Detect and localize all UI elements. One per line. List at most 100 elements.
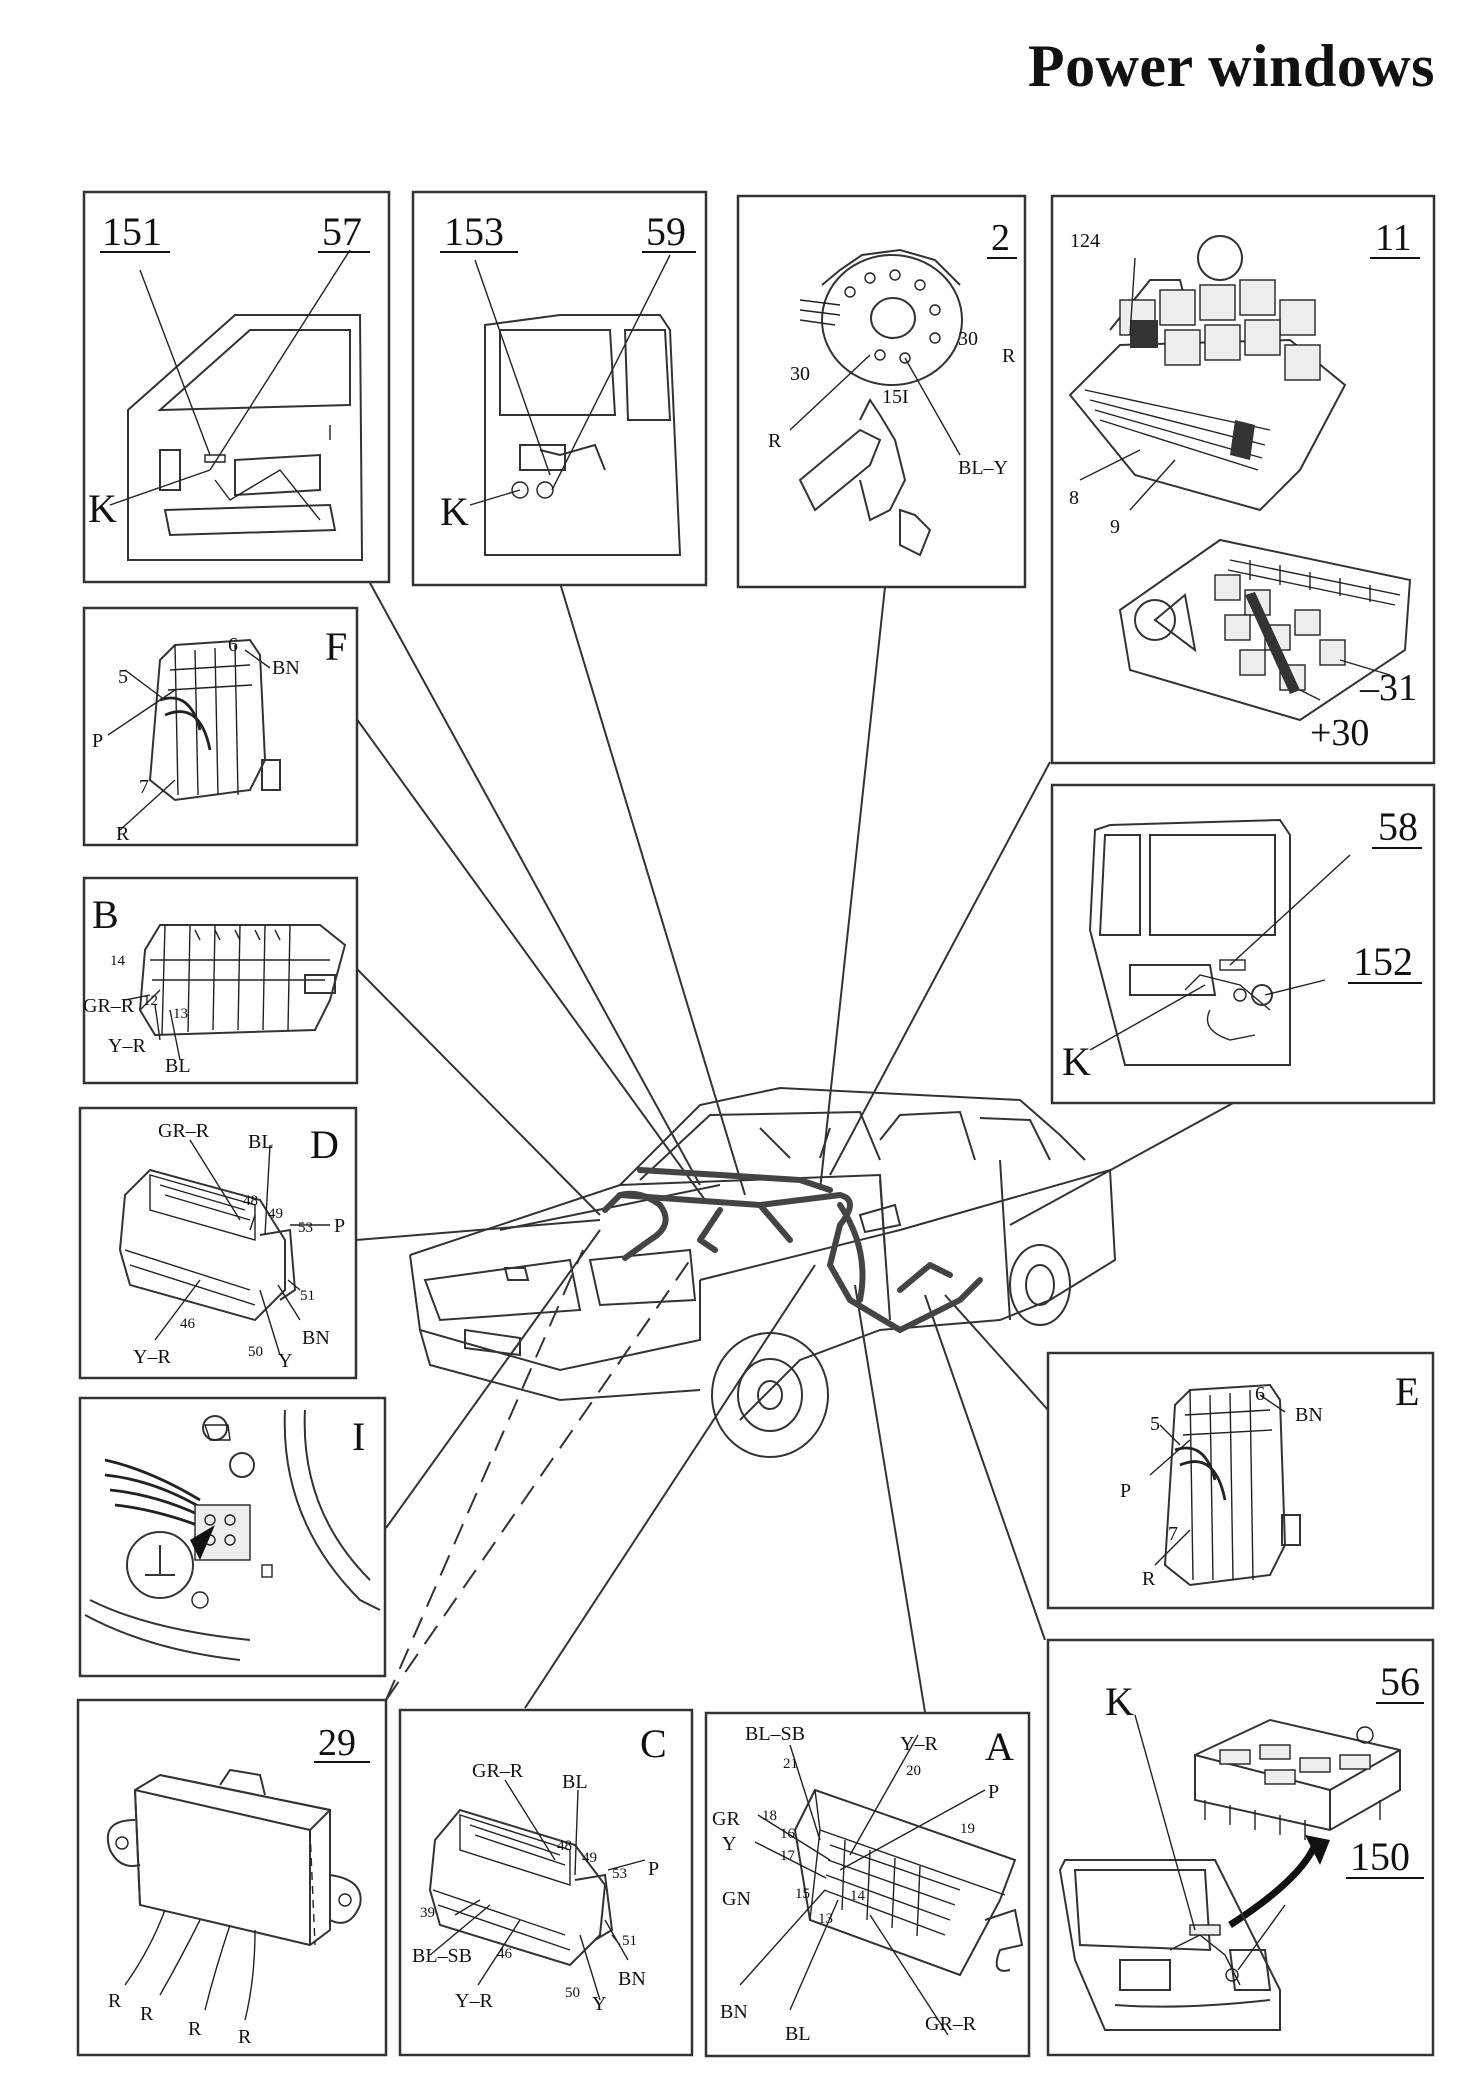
panel-connector-b: B 14 GR–R 12 13 Y–R BL: [82, 876, 359, 1085]
label-k: K: [440, 489, 469, 534]
label-r: R: [108, 1990, 122, 2012]
panel-connector-e: E 5 6 BN P 7 R: [1046, 1351, 1435, 1610]
label-13: 13: [818, 1911, 833, 1927]
panel-control-module: 29 R R R R: [76, 1698, 388, 2057]
label-k: K: [88, 486, 117, 531]
page-title: Power windows: [1027, 33, 1435, 99]
label-46: 46: [497, 1946, 513, 1962]
label-59: 59: [646, 209, 686, 254]
label-18: 18: [762, 1808, 777, 1824]
label-gr-r: GR–R: [83, 995, 135, 1017]
label-53: 53: [298, 1220, 313, 1236]
car-illustration: [409, 1086, 1117, 1458]
label-13: 13: [173, 1006, 188, 1022]
label-p: P: [648, 1858, 659, 1880]
label-7: 7: [139, 776, 149, 798]
label-8: 8: [1069, 487, 1079, 509]
label-57: 57: [322, 209, 362, 254]
label-d: D: [310, 1122, 339, 1167]
label-50: 50: [248, 1344, 263, 1360]
label-17: 17: [780, 1848, 796, 1864]
label-49: 49: [582, 1850, 597, 1866]
label-p: P: [988, 1781, 999, 1803]
label-14: 14: [110, 953, 126, 969]
leader-lines: [355, 582, 1236, 1713]
label-gn: GN: [722, 1888, 751, 1910]
label-c: C: [640, 1721, 667, 1766]
label-30: 30: [790, 363, 810, 385]
label-bl: BL: [785, 2023, 811, 2045]
label-bl: BL: [165, 1055, 191, 1077]
label-r: R: [238, 2026, 252, 2048]
label-y: Y: [278, 1350, 292, 1372]
label-14: 14: [850, 1888, 866, 1904]
label-48: 48: [557, 1838, 572, 1854]
label-51: 51: [622, 1933, 637, 1949]
label-150: 150: [1350, 1834, 1410, 1879]
label-7: 7: [1168, 1523, 1178, 1545]
panel-window-switch-door: 56 150 K: [1046, 1638, 1435, 2057]
label-5: 5: [118, 666, 128, 688]
label-a: A: [985, 1724, 1014, 1769]
label-124: 124: [1070, 230, 1100, 252]
label-58: 58: [1378, 804, 1418, 849]
label-k: K: [1062, 1039, 1091, 1084]
label-30: 30: [958, 328, 978, 350]
label-153: 153: [444, 209, 504, 254]
label-bn: BN: [1295, 1404, 1323, 1426]
label-15: 15: [795, 1886, 810, 1902]
label-r: R: [188, 2018, 202, 2040]
label-bl-sb: BL–SB: [412, 1945, 472, 1967]
label-bl: BL: [248, 1131, 274, 1153]
label-y-r: Y–R: [133, 1346, 171, 1368]
label-y: Y: [592, 1993, 606, 2015]
panel-rear-left-door: 153 59 K: [411, 190, 708, 587]
label-y-r: Y–R: [455, 1990, 493, 2012]
panel-ground-point: I: [78, 1396, 387, 1678]
label-gr-r: GR–R: [472, 1760, 524, 1782]
panel-ignition-switch: 2 30 30 R R 15I BL–Y: [736, 194, 1027, 589]
label-bl-y: BL–Y: [958, 457, 1008, 479]
panel-connector-a: A BL–SB 21 Y–R 20 P GR 18 16 19 Y 17 GN …: [704, 1711, 1031, 2058]
label-9: 9: [1110, 516, 1120, 538]
label-151: 151: [102, 209, 162, 254]
label-6: 6: [228, 634, 238, 656]
label-bn: BN: [618, 1968, 646, 1990]
label-49: 49: [268, 1206, 283, 1222]
label-2: 2: [991, 217, 1010, 259]
label-12: 12: [143, 993, 158, 1009]
label-r: R: [116, 823, 130, 845]
label-51: 51: [300, 1288, 315, 1304]
label-minus-31: –31: [1359, 667, 1417, 709]
label-y: Y: [722, 1833, 736, 1855]
panel-fuse-relay-box: 11 124 8 9 –31 +30: [1050, 194, 1436, 765]
label-r: R: [1002, 345, 1016, 367]
label-p: P: [1120, 1480, 1131, 1502]
label-p: P: [334, 1215, 345, 1237]
label-11: 11: [1375, 217, 1412, 259]
label-56: 56: [1380, 1659, 1420, 1704]
label-39: 39: [420, 1905, 435, 1921]
label-bn: BN: [720, 2001, 748, 2023]
label-bl-sb: BL–SB: [745, 1723, 805, 1745]
label-plus-30: +30: [1310, 712, 1369, 754]
label-i: I: [352, 1414, 365, 1459]
label-f: F: [325, 624, 347, 669]
label-5: 5: [1150, 1413, 1160, 1435]
label-21: 21: [783, 1756, 798, 1772]
panel-connector-d: D GR–R BL 48 49 53 P 51 BN 46 Y–R 50 Y: [78, 1106, 358, 1380]
panel-connector-c: C GR–R BL 48 49 53 P 39 BL–SB 46 51 BN Y…: [398, 1708, 694, 2057]
label-gr-r: GR–R: [158, 1120, 210, 1142]
label-20: 20: [906, 1763, 921, 1779]
label-e: E: [1395, 1369, 1419, 1414]
label-r: R: [768, 430, 782, 452]
label-y-r: Y–R: [108, 1035, 146, 1057]
label-bn: BN: [302, 1327, 330, 1349]
label-bn: BN: [272, 657, 300, 679]
label-19: 19: [960, 1821, 975, 1837]
label-6: 6: [1255, 1383, 1265, 1405]
label-b: B: [92, 892, 119, 937]
label-p: P: [92, 730, 103, 752]
label-15i: 15I: [882, 386, 909, 408]
